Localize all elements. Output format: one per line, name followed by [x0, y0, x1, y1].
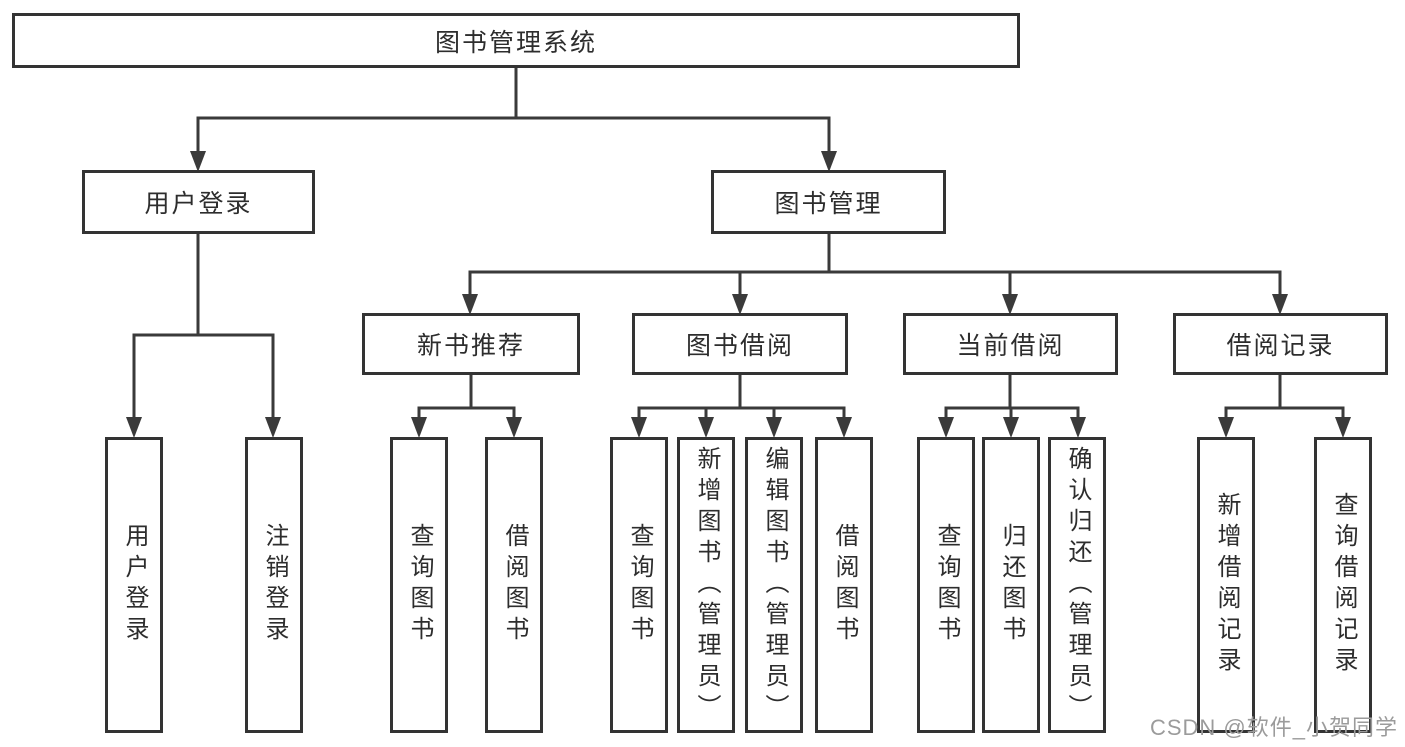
leaf-query-books-recommend: 查询图书 [390, 437, 448, 733]
leaf-borrow-books-borrowing: 借阅图书 [815, 437, 873, 733]
node-label: 用户登录 [144, 190, 253, 218]
node-library-system: 图书管理系统 [12, 13, 1020, 68]
node-label: 图书借阅 [685, 332, 794, 360]
node-label: 新增借阅记录 [1213, 492, 1240, 678]
leaf-borrow-books-recommend: 借阅图书 [485, 437, 543, 733]
leaf-confirm-return-admin: 确认归还（管理员） [1048, 437, 1106, 733]
leaf-query-books-borrowing: 查询图书 [610, 437, 668, 733]
node-label: 新增图书（管理员） [693, 445, 720, 725]
node-label: 注销登录 [261, 523, 288, 647]
leaf-add-borrow-record: 新增借阅记录 [1197, 437, 1255, 733]
node-label: 图书管理 [774, 190, 883, 218]
node-label: 借阅记录 [1226, 332, 1335, 360]
node-user-login: 用户登录 [82, 170, 315, 234]
leaf-query-books-current: 查询图书 [917, 437, 975, 733]
node-label: 查询图书 [626, 523, 653, 647]
leaf-user-login: 用户登录 [105, 437, 163, 733]
node-label: 确认归还（管理员） [1064, 445, 1091, 725]
node-current-borrowing: 当前借阅 [903, 313, 1118, 375]
node-label: 当前借阅 [956, 332, 1065, 360]
node-label: 查询图书 [406, 523, 433, 647]
csdn-watermark: CSDN @软件_小贺同学 [1149, 715, 1398, 740]
node-new-book-recommendation: 新书推荐 [362, 313, 580, 375]
node-label: 编辑图书（管理员） [761, 445, 788, 725]
node-label: 新书推荐 [416, 332, 525, 360]
node-label: 用户登录 [121, 523, 148, 647]
node-label: 查询借阅记录 [1330, 492, 1357, 678]
leaf-logout: 注销登录 [245, 437, 303, 733]
node-label: 归还图书 [998, 523, 1025, 647]
leaf-add-book-admin: 新增图书（管理员） [677, 437, 735, 733]
node-label: 借阅图书 [501, 523, 528, 647]
node-book-management: 图书管理 [711, 170, 946, 234]
leaf-query-borrow-record: 查询借阅记录 [1314, 437, 1372, 733]
node-borrowing-records: 借阅记录 [1173, 313, 1388, 375]
node-label: 借阅图书 [831, 523, 858, 647]
node-label: 图书管理系统 [434, 28, 597, 57]
leaf-edit-book-admin: 编辑图书（管理员） [745, 437, 803, 733]
node-book-borrowing: 图书借阅 [632, 313, 848, 375]
node-label: 查询图书 [933, 523, 960, 647]
leaf-return-books: 归还图书 [982, 437, 1040, 733]
